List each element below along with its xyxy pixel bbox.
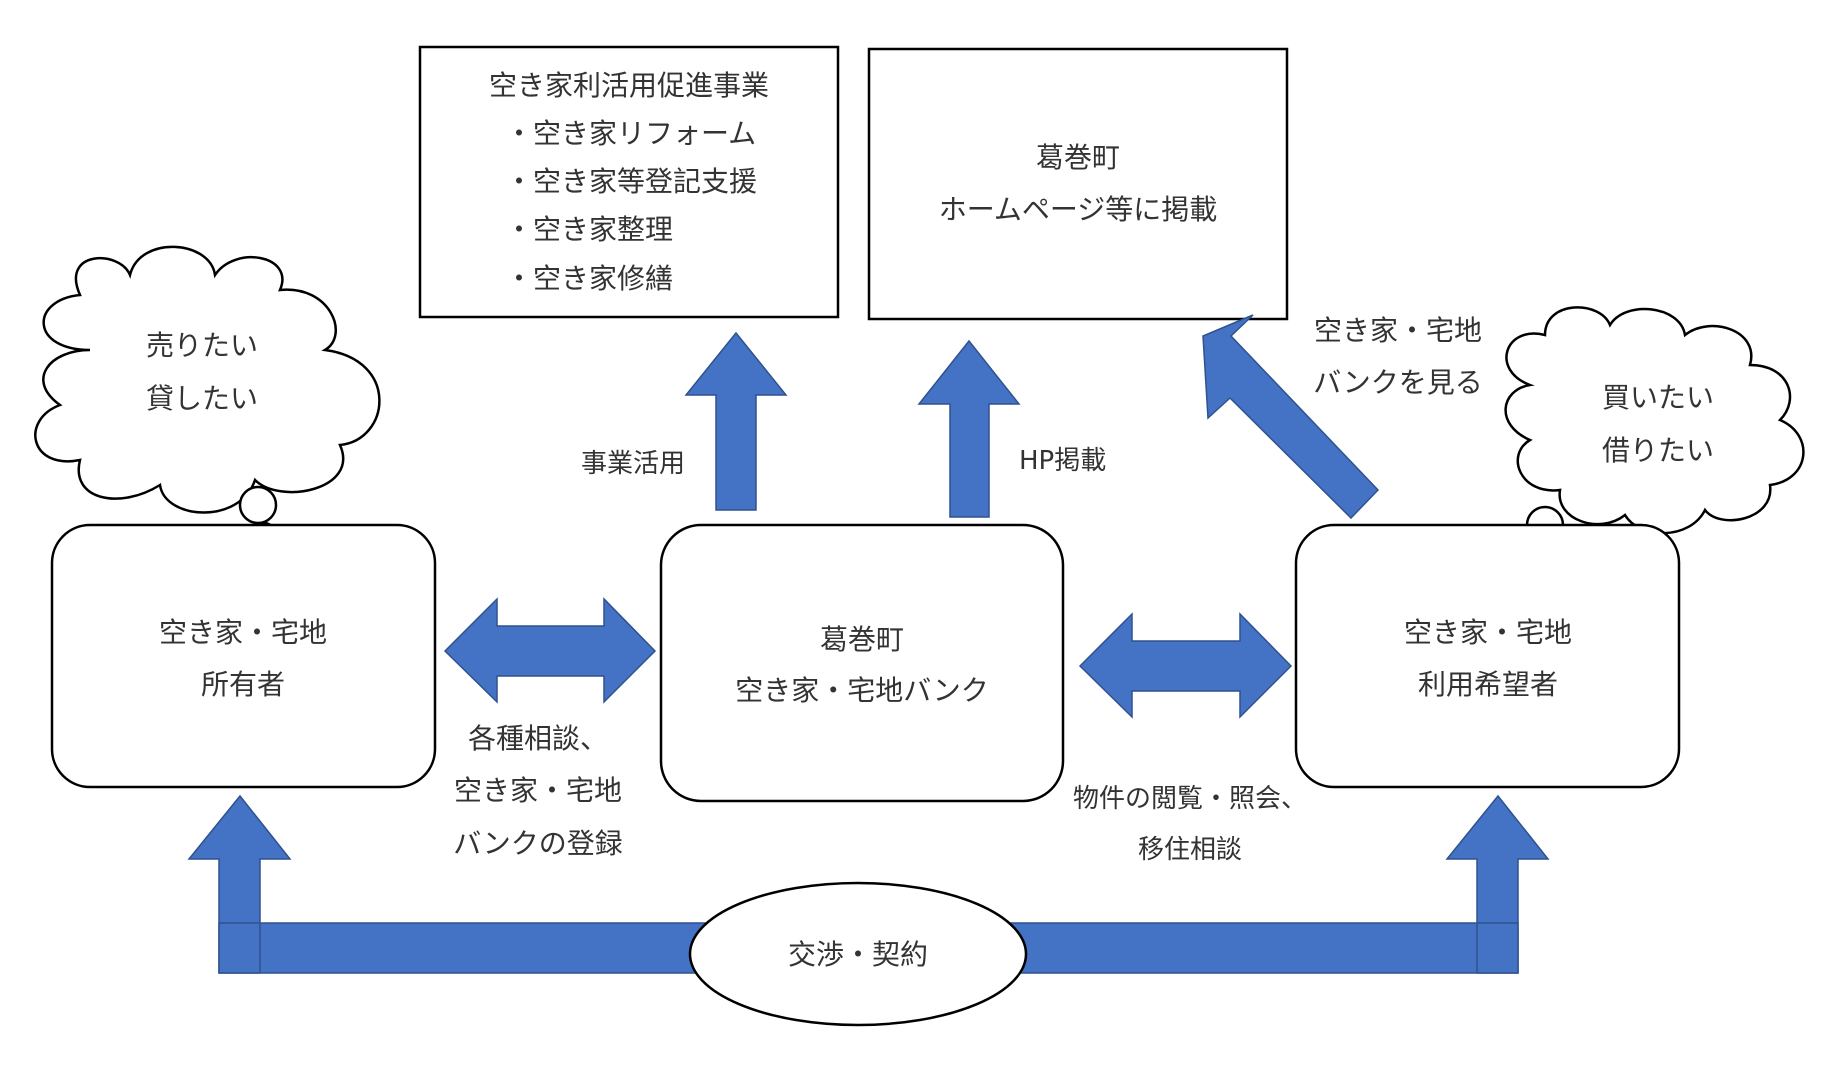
browse-label-2: 移住相談 <box>1138 835 1242 865</box>
negotiation-label: 交渉・契約 <box>788 938 928 971</box>
program-item: ・空き家リフォーム <box>505 117 756 150</box>
bank-box: 葛巻町 空き家・宅地バンク <box>659 523 1065 803</box>
homepage-line2: ホームページ等に掲載 <box>939 193 1218 226</box>
user-thought-line2: 借りたい <box>1602 434 1714 467</box>
program-item: ・空き家修繕 <box>505 262 673 295</box>
hp-post-label: HP掲載 <box>1019 446 1106 476</box>
user-line2: 利用希望者 <box>1418 668 1558 701</box>
bank-line1: 葛巻町 <box>820 623 904 656</box>
browse-double-arrow <box>1078 612 1293 719</box>
user-thought-cloud: 買いたい 借りたい <box>1502 306 1805 560</box>
program-box: 空き家利活用促進事業 ・空き家リフォーム ・空き家等登記支援 ・空き家整理 ・空… <box>418 45 840 319</box>
consult-double-arrow <box>443 597 657 704</box>
owner-thought-line2: 貸したい <box>146 382 258 415</box>
user-line1: 空き家・宅地 <box>1404 616 1572 649</box>
view-bank-label-2: バンクを見る <box>1313 366 1482 399</box>
hp-post-arrow <box>917 339 1021 518</box>
consult-label-1: 各種相談、 <box>468 722 608 755</box>
program-item: ・空き家整理 <box>505 213 673 246</box>
owner-line2: 所有者 <box>201 668 285 701</box>
homepage-box: 葛巻町 ホームページ等に掲載 <box>867 47 1289 321</box>
owner-thought-cloud: 売りたい 貸したい <box>34 245 381 561</box>
user-box: 空き家・宅地 利用希望者 <box>1294 523 1681 789</box>
owner-thought-line1: 売りたい <box>146 329 258 362</box>
consult-label-2: 空き家・宅地 <box>454 774 622 807</box>
owner-line1: 空き家・宅地 <box>159 616 327 649</box>
user-thought-line1: 買いたい <box>1602 381 1714 414</box>
business-use-label: 事業活用 <box>581 449 685 479</box>
negotiation-ellipse: 交渉・契約 <box>688 881 1028 1027</box>
bank-line2: 空き家・宅地バンク <box>735 674 988 707</box>
consult-label-3: バンクの登録 <box>453 827 622 860</box>
browse-label-1: 物件の閲覧・照会、 <box>1073 784 1307 814</box>
view-bank-arrow <box>1202 314 1380 520</box>
business-use-arrow <box>684 331 788 511</box>
program-title: 空き家利活用促進事業 <box>489 69 769 102</box>
homepage-line1: 葛巻町 <box>1036 141 1120 174</box>
view-bank-label-1: 空き家・宅地 <box>1314 314 1482 347</box>
owner-box: 空き家・宅地 所有者 <box>50 523 437 789</box>
program-item: ・空き家等登記支援 <box>505 165 757 198</box>
